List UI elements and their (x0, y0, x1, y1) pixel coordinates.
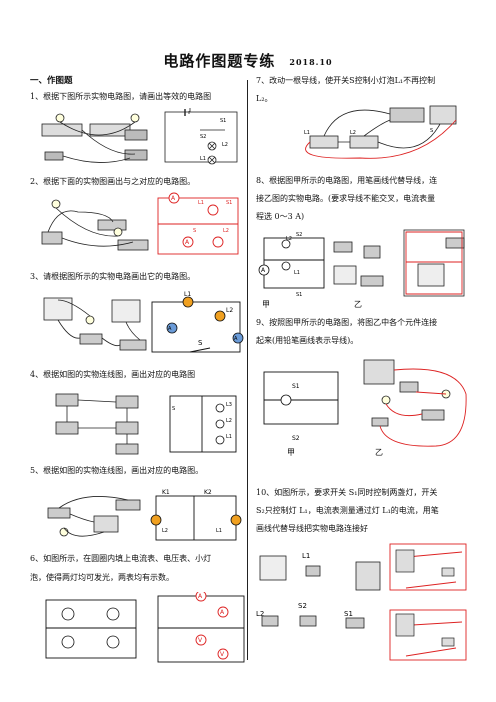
q4-figure: L3 L2 L1 S (55, 393, 237, 455)
q9-schematic (263, 371, 339, 425)
question-9-line-1: 9、按照图甲所示的电路图，将图乙中各个元件连接 (256, 318, 438, 327)
q6-figure: A A V V (45, 592, 245, 663)
q6-label-v2: V (220, 651, 225, 658)
q3-label-s: S (198, 339, 203, 347)
question-7-line-2: L₂。 (256, 94, 273, 103)
q2-label-s1: S1 (226, 200, 232, 206)
question-8-line-1: 8、根据图甲所示的电路图，用笔画线代替导线，连 (256, 176, 438, 185)
question-9-line-2: 起来(用铅笔画线表示导线)。 (256, 336, 359, 345)
q8-real-left (333, 241, 384, 287)
title-text: 电路作图题专练 (163, 52, 276, 70)
q6-right-circuit (157, 595, 245, 663)
q6-label-v: V (198, 637, 203, 644)
question-10-line-2: S₂只控制灯 L₁，电流表测量通过灯 L₁的电流，用笔 (256, 506, 439, 515)
question-10-line-3: 画线代替导线把实物电路连接好 (256, 524, 368, 533)
q5-real-circuit (47, 496, 141, 537)
q2-label-l2: L2 (223, 228, 229, 234)
q10-components (259, 555, 381, 629)
q3-label-a2: A (234, 336, 238, 342)
q7-label-l2: L2 (350, 130, 356, 136)
q1-label-s1: S1 (220, 118, 226, 124)
question-6-line-2: 泡，使得两灯均可发光，两表均有示数。 (30, 573, 174, 582)
q8-real-right (403, 229, 465, 297)
q5-label-l1: L1 (216, 528, 222, 534)
q2-schematic (157, 197, 239, 255)
q10-answer-bottom (389, 609, 467, 661)
q4-label-l2: L2 (226, 418, 232, 424)
q1-schematic (164, 108, 238, 165)
q9-caption-jia: 甲 (287, 448, 295, 457)
question-7-line-1: 7、改动一根导线，使开关S控制小灯泡L₁不再控制 (256, 76, 436, 85)
question-3: 3、请根据图所示的实物电路画出它的电路图。 (30, 272, 196, 281)
q9-label-s1: S1 (292, 383, 300, 390)
q8-figure: A L2 L1 S2 S1 (258, 229, 465, 298)
q3-real-circuit (43, 297, 147, 351)
q8-schematic (263, 237, 325, 289)
q6-left-circuit (45, 599, 137, 659)
q8-label-l1: L1 (294, 270, 300, 276)
q5-figure: K1 K2 L2 L1 (47, 489, 242, 541)
q2-label-l1: L1 (198, 200, 204, 206)
q1-figure: S1 S2 L2 L1 (41, 108, 238, 165)
q10-label-l1: L1 (302, 552, 310, 560)
question-8-line-2: 接乙图的实物电路。(要求导线不能交叉，电流表量 (256, 194, 436, 203)
q2-ammeter2-label: A (185, 239, 190, 246)
question-2: 2、根据下面的实物图画出与之对应的电路图。 (30, 177, 196, 186)
q8-label-s2: S2 (296, 232, 302, 238)
question-10-line-1: 10、如图所示，要求开关 S₁同时控制两盏灯，开关 (256, 488, 438, 497)
q1-label-l1: L1 (200, 156, 206, 162)
q1-label-s2: S2 (200, 134, 206, 140)
page-title: 电路作图题专练 2018.10 (0, 50, 496, 71)
title-date: 2018.10 (289, 57, 333, 67)
question-1: 1、根据下图所示实物电路图，请画出等效的电路图 (30, 92, 212, 101)
q4-label-s: S (172, 406, 175, 412)
q7-label-s: S (430, 128, 433, 134)
q10-label-s2: S2 (298, 602, 307, 610)
q9-caption-yi: 乙 (375, 448, 383, 457)
q3-schematic (151, 301, 241, 353)
q4-label-l1: L1 (226, 434, 232, 440)
q6-label-a2: A (220, 609, 225, 616)
q3-label-l2: L2 (226, 307, 233, 314)
q2-figure: A A L1 S1 L2 S (41, 192, 239, 255)
q9-label-s2: S2 (292, 435, 300, 442)
q4-schematic (169, 395, 237, 453)
q8-label-a: A (261, 267, 266, 274)
q10-figure: L1 L2 S2 S1 (256, 543, 467, 661)
q10-label-s1: S1 (344, 610, 353, 618)
q5-label-k2: K2 (204, 489, 212, 496)
question-4: 4、根据如图的实物连线图，画出对应的电路图 (30, 370, 196, 379)
q4-real-circuit (55, 393, 139, 455)
q2-ammeter-label: A (171, 195, 176, 202)
q3-figure: L1 L2 A A S (43, 291, 244, 353)
q5-schematic (155, 495, 237, 541)
q9-figure: S1 S2 (263, 359, 467, 447)
q1-label-l2: L2 (222, 142, 228, 148)
q3-label-a1: A (168, 326, 172, 332)
column-divider (247, 80, 248, 660)
q8-caption-jia: 甲 (262, 300, 270, 309)
q2-real-circuit (41, 199, 149, 251)
question-5: 5、根据如图的实物连线图，画出对应的电路图。 (30, 466, 204, 475)
q1-real-circuit (41, 113, 148, 163)
q7-real-circuit (309, 105, 457, 149)
q6-label-a: A (198, 593, 203, 600)
q8-caption-yi: 乙 (354, 300, 362, 309)
q5-label-k1: K1 (162, 489, 170, 496)
q10-label-l2: L2 (256, 610, 264, 618)
q8-label-s1: S1 (296, 292, 302, 298)
q5-label-l2: L2 (162, 528, 168, 534)
q4-label-l3: L3 (226, 402, 232, 408)
q7-figure: L1 L2 S (304, 105, 457, 159)
question-8-line-3: 程选 0～3 A) (256, 212, 305, 221)
q2-label-s: S (193, 228, 196, 234)
q8-label-l2: L2 (286, 236, 292, 242)
q3-label-l1: L1 (184, 291, 191, 298)
section-heading: 一、作图题 (30, 76, 73, 86)
question-6-line-1: 6、如图所示，在圆圈内填上电流表、电压表、小灯 (30, 554, 212, 563)
q7-label-l1: L1 (304, 130, 310, 136)
